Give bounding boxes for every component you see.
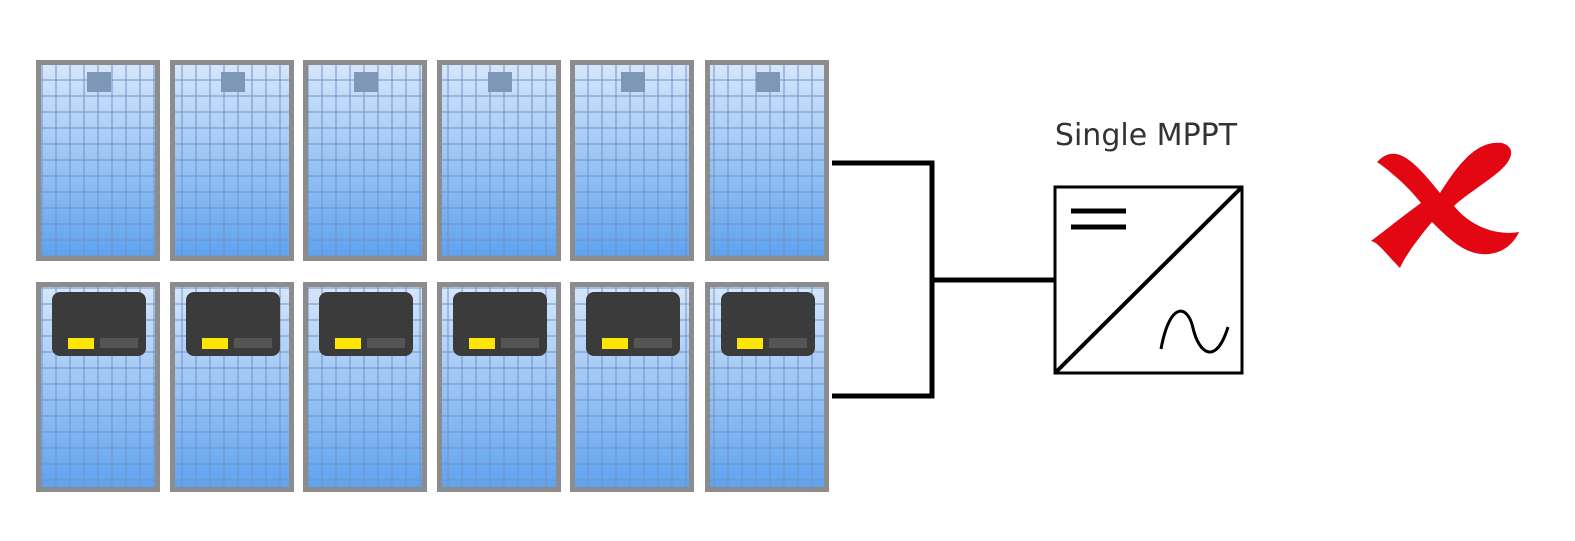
solar-panel	[170, 60, 294, 261]
optimizer-connectors	[367, 338, 405, 348]
inverter-label: Single MPPT	[1055, 118, 1238, 153]
junction-box-icon	[621, 72, 645, 92]
optimizer-led	[737, 338, 763, 349]
wire-bottom-string	[832, 280, 935, 399]
junction-box-icon	[756, 72, 780, 92]
junction-box-icon	[221, 72, 245, 92]
dc-lines-icon	[1071, 208, 1126, 230]
optimizer-led	[68, 338, 94, 349]
solar-panel	[570, 60, 694, 261]
solar-panel	[705, 282, 829, 492]
optimizer-connectors	[769, 338, 807, 348]
panel-grid	[175, 65, 289, 256]
solar-panel	[36, 282, 160, 492]
optimizer-connectors	[100, 338, 138, 348]
panel-grid	[442, 65, 556, 256]
inverter-diagonal	[1053, 185, 1244, 375]
optimizer-led	[202, 338, 228, 349]
panel-grid	[308, 65, 422, 256]
solar-panel	[170, 282, 294, 492]
solar-panel	[570, 282, 694, 492]
junction-box-icon	[87, 72, 111, 92]
solar-panel	[303, 282, 427, 492]
panel-grid	[710, 65, 824, 256]
sine-wave-icon	[1159, 309, 1230, 354]
panel-grid	[41, 65, 155, 256]
solar-panel	[437, 60, 561, 261]
panel-row-standard	[36, 60, 829, 261]
solar-panel	[437, 282, 561, 492]
junction-box-icon	[488, 72, 512, 92]
optimizer-connectors	[634, 338, 672, 348]
string-wiring	[832, 160, 1055, 399]
optimizer-connectors	[234, 338, 272, 348]
optimizer-led	[335, 338, 361, 349]
panel-row-optimized	[36, 282, 829, 492]
optimizer-connectors	[501, 338, 539, 348]
solar-panel	[36, 60, 160, 261]
cross-mark-icon	[1371, 142, 1519, 268]
solar-panel	[303, 60, 427, 261]
optimizer-led	[602, 338, 628, 349]
inverter: Single MPPT	[1053, 118, 1244, 375]
solar-panel	[705, 60, 829, 261]
panel-grid	[575, 65, 689, 256]
wire-top-string	[832, 160, 935, 280]
junction-box-icon	[354, 72, 378, 92]
optimizer-led	[469, 338, 495, 349]
